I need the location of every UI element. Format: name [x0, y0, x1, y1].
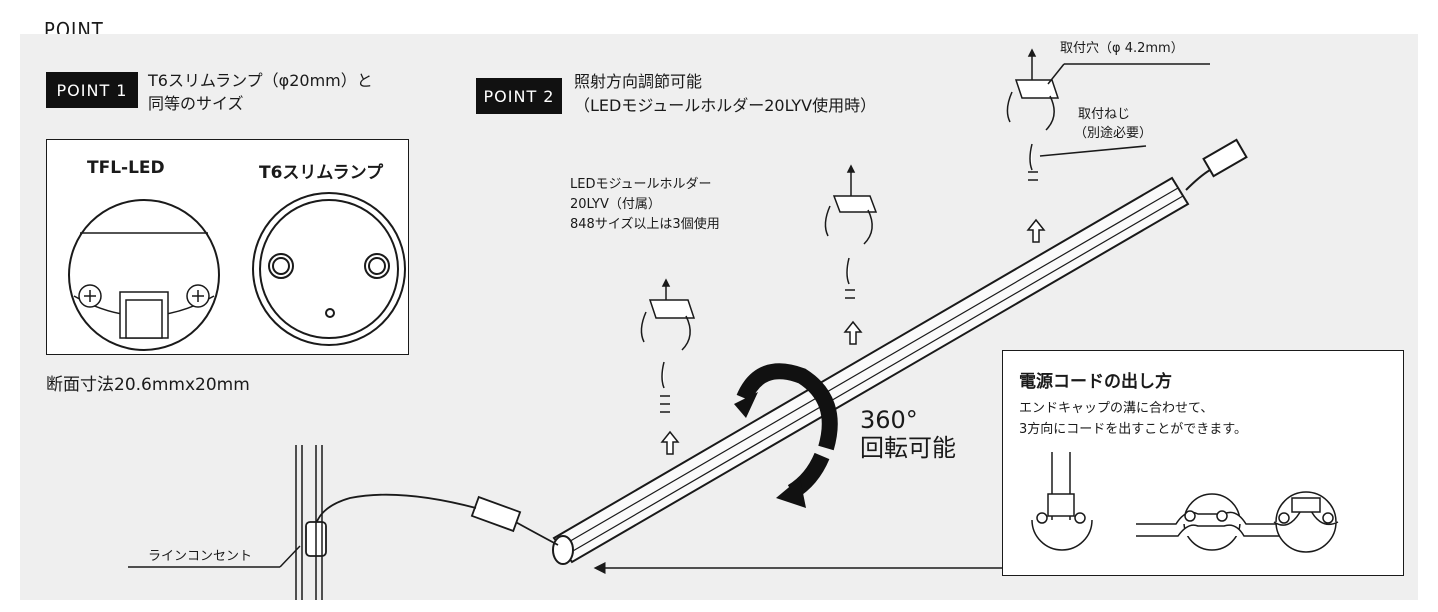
holder-clip-left — [640, 278, 696, 413]
cord-exit-up-diagram — [1031, 452, 1093, 551]
led-bar — [552, 138, 1248, 565]
tfl-led-label: TFL-LED — [87, 158, 165, 178]
point1-title-line1: T6スリムランプ（φ20mm）と — [148, 71, 373, 90]
power-cord-desc-line2: 3方向にコードを出すことができます。 — [1019, 422, 1247, 437]
rotation-text: 回転可能 — [860, 434, 956, 462]
screw-label-line1: 取付ねじ — [1078, 107, 1131, 122]
point1-title-line2: 同等のサイズ — [148, 94, 244, 113]
holder-note-line2: 20LYV（付属） — [570, 197, 661, 212]
holder-clip-right — [1006, 48, 1210, 181]
power-cord-desc: エンドキャップの溝に合わせて、 3方向にコードを出すことができます。 — [1019, 398, 1247, 440]
line-outlet-rail — [128, 445, 323, 600]
point1-badge: POINT 1 — [46, 72, 138, 108]
point2-title-line1: 照射方向調節可能 — [574, 72, 703, 91]
point2-title-line2: （LEDモジュールホルダー20LYV使用時） — [574, 96, 877, 115]
tfl-led-cross-section — [68, 199, 220, 351]
cross-section-dimensions: 断面寸法20.6mmx20mm — [46, 375, 250, 395]
screw-label-line2: （別途必要） — [1074, 126, 1153, 141]
power-cord-title: 電源コードの出し方 — [1019, 372, 1172, 392]
holder-note-line1: LEDモジュールホルダー — [570, 177, 712, 192]
up-arrow-icon — [660, 218, 1046, 455]
cord-exit-down-diagram — [1273, 491, 1339, 553]
t6-lamp-label: T6スリムランプ — [259, 163, 384, 183]
mount-hole-label: 取付穴（φ 4.2mm） — [1060, 41, 1184, 56]
t6-lamp-cross-section — [252, 192, 406, 346]
power-cord-desc-line1: エンドキャップの溝に合わせて、 — [1019, 401, 1214, 416]
rotation-angle: 360° — [860, 406, 918, 434]
holder-clip-middle — [824, 164, 878, 299]
power-cord — [305, 493, 559, 557]
point2-badge: POINT 2 — [476, 78, 562, 114]
holder-note-line3: 848サイズ以上は3個使用 — [570, 217, 720, 232]
outlet-label: ラインコンセント — [148, 549, 253, 564]
cord-exit-side-diagram — [1136, 493, 1304, 551]
